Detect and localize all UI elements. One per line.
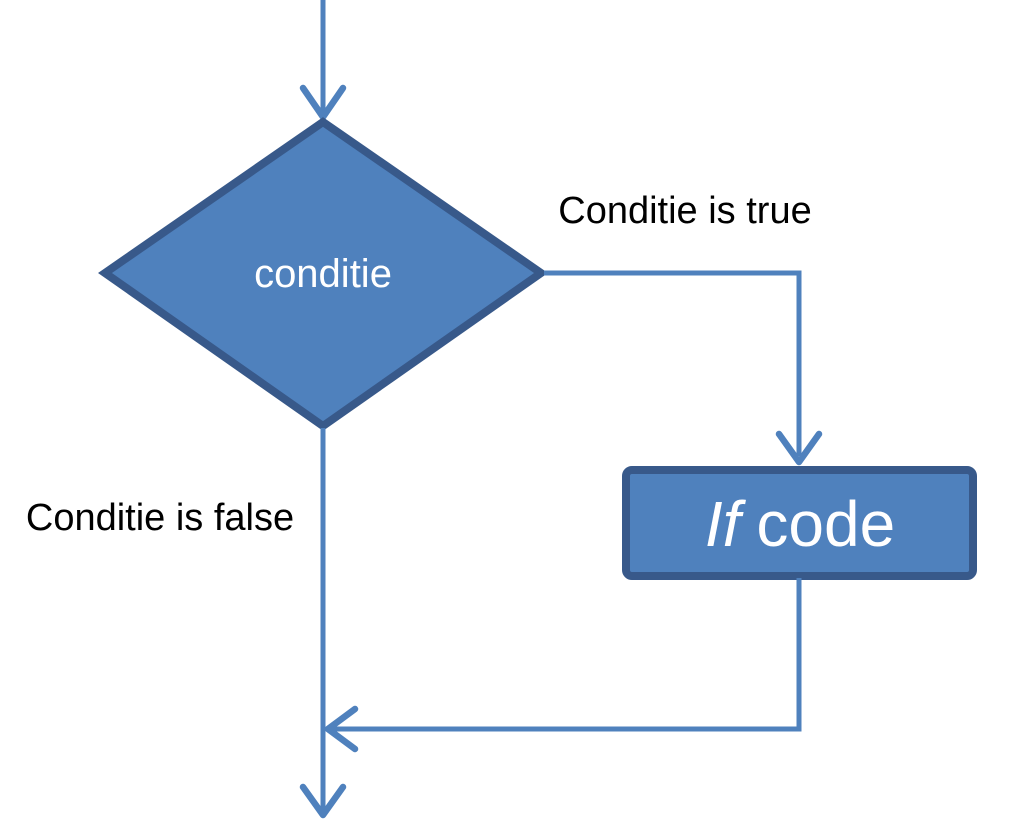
if-code-label-code: code xyxy=(756,488,895,560)
if-code-label-if: If xyxy=(705,488,747,560)
true-branch-connector xyxy=(544,270,802,456)
merge-arrowhead-icon xyxy=(324,705,359,753)
condition-label: conditie xyxy=(254,252,392,296)
true-branch-arrowhead-icon xyxy=(775,430,823,466)
merge-connector xyxy=(332,578,802,732)
if-code-box xyxy=(622,466,977,580)
exit-arrowhead-icon xyxy=(299,783,347,819)
false-branch-label: Conditie is false xyxy=(26,497,294,539)
condition-diamond xyxy=(98,117,548,431)
entry-arrowhead-icon xyxy=(299,84,347,121)
true-branch-label: Conditie is true xyxy=(558,190,811,232)
